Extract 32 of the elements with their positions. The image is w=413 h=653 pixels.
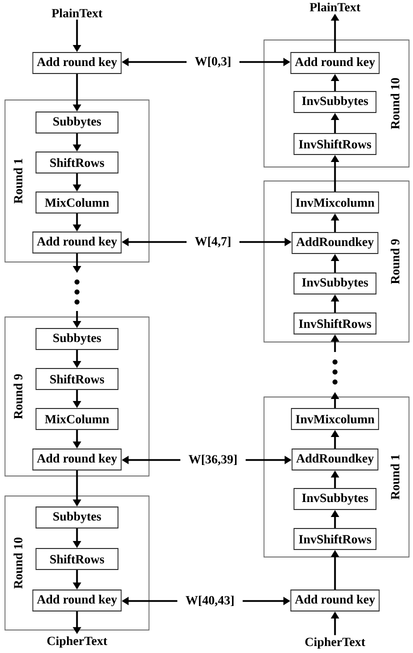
process-box: InvSubbytes bbox=[294, 272, 376, 294]
process-box: Subbytes bbox=[36, 506, 118, 528]
process-box: AddRoundkey bbox=[292, 232, 378, 254]
process-box: MixColumn bbox=[36, 192, 118, 214]
flow-label: PlainText bbox=[52, 8, 102, 18]
flow-label: CipherText bbox=[305, 637, 366, 649]
process-box: InvSubbytes bbox=[294, 91, 376, 113]
process-box: InvShiftRows bbox=[294, 312, 376, 334]
key-label: W[0,3] bbox=[194, 56, 230, 68]
flow-label: CipherText bbox=[47, 636, 108, 648]
key-label: W[40,43] bbox=[186, 596, 234, 606]
process-box: InvShiftRows bbox=[294, 528, 376, 550]
process-box: Add round key bbox=[290, 52, 380, 74]
process-box: ShiftRows bbox=[36, 152, 118, 174]
process-box: Add round key bbox=[290, 590, 380, 612]
key-label: W[4,7] bbox=[194, 236, 230, 248]
process-box: InvSubbytes bbox=[294, 488, 376, 510]
process-box: Subbytes bbox=[36, 112, 118, 134]
flow-label: PlainText bbox=[310, 2, 360, 12]
process-box: Add round key bbox=[32, 232, 122, 254]
process-box: Subbytes bbox=[36, 328, 118, 350]
process-box: Add round key bbox=[32, 448, 122, 470]
process-box: Add round key bbox=[32, 52, 122, 74]
process-box: ShiftRows bbox=[36, 368, 118, 390]
process-box: InvMixcolumn bbox=[290, 192, 380, 214]
process-box: AddRoundkey bbox=[292, 448, 378, 470]
process-box: InvMixcolumn bbox=[290, 408, 380, 430]
process-box: Add round key bbox=[32, 590, 122, 612]
process-box: ShiftRows bbox=[36, 548, 118, 570]
process-box: MixColumn bbox=[36, 408, 118, 430]
process-box: InvShiftRows bbox=[294, 133, 376, 155]
key-label: W[36,39] bbox=[188, 454, 237, 466]
